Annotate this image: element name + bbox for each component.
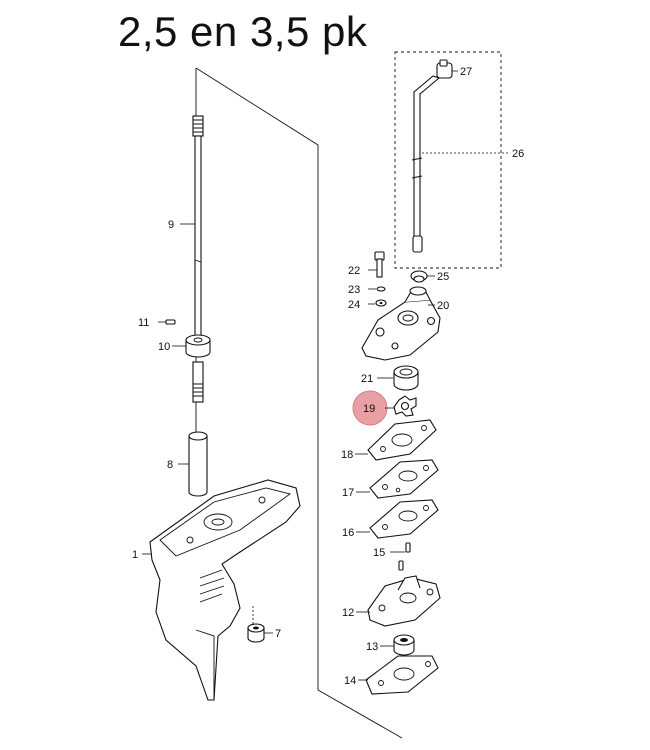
bushing-part <box>172 334 211 358</box>
seal-part <box>410 270 435 283</box>
label-16: 16 <box>342 527 354 539</box>
label-17: 17 <box>342 487 354 499</box>
small-washer-part <box>368 299 387 307</box>
label-1: 1 <box>132 549 138 561</box>
pin-part <box>158 319 176 325</box>
pump-case-part <box>361 286 441 361</box>
dowel-pin-part <box>390 542 411 571</box>
label-14: 14 <box>344 675 356 687</box>
label-15: 15 <box>373 547 385 559</box>
page-title: 2,5 en 3,5 pk <box>118 8 368 55</box>
impeller-part <box>385 395 417 417</box>
label-11: 11 <box>138 317 149 329</box>
washer-part <box>368 286 386 292</box>
plate-17-part <box>356 459 439 499</box>
water-tube-part <box>411 75 508 253</box>
label-10: 10 <box>158 341 170 353</box>
label-20: 20 <box>437 300 449 312</box>
label-21: 21 <box>361 373 373 385</box>
base-gasket-part <box>358 655 439 695</box>
label-12: 12 <box>342 607 354 619</box>
label-23: 23 <box>348 284 360 296</box>
bolt-part <box>368 251 385 278</box>
label-18: 18 <box>341 449 353 461</box>
label-24: 24 <box>348 299 360 311</box>
gasket-plate-18-part <box>355 419 437 461</box>
label-13: 13 <box>366 641 378 653</box>
label-22: 22 <box>348 265 360 277</box>
drive-shaft-part <box>180 115 204 403</box>
gasket-16-part <box>356 499 439 539</box>
label-19: 19 <box>363 403 375 415</box>
sleeve-part <box>178 431 208 497</box>
dashed-group-box <box>394 51 502 269</box>
lower-unit-housing-part <box>142 479 301 701</box>
label-26: 26 <box>512 148 524 160</box>
label-27: 27 <box>460 66 472 78</box>
insert-part <box>377 365 419 391</box>
grommet-part <box>436 59 458 79</box>
nut-part <box>247 606 273 643</box>
label-7: 7 <box>275 628 281 640</box>
label-25: 25 <box>437 271 449 283</box>
bearing-part <box>380 634 415 656</box>
lower-case-part <box>356 575 441 627</box>
label-9: 9 <box>168 219 174 231</box>
label-8: 8 <box>167 459 173 471</box>
